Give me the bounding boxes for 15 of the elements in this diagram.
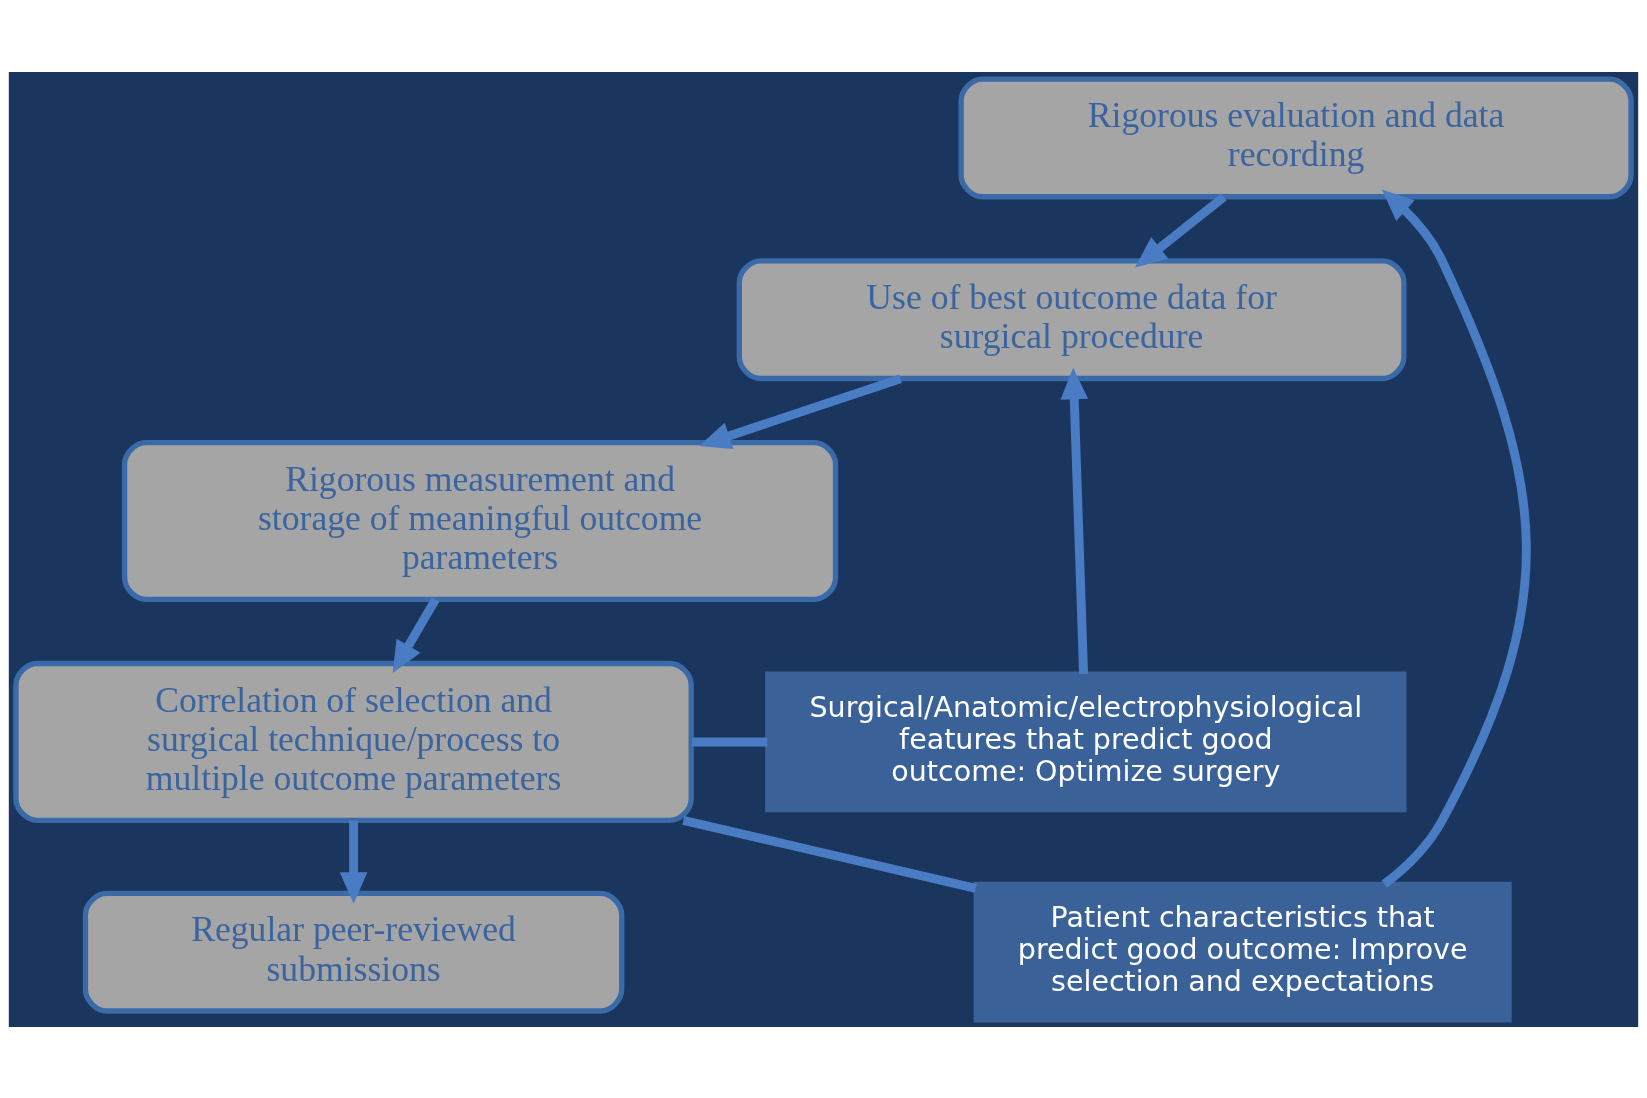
arrow [392, 596, 440, 673]
node-box: Regular peer-reviewed submissions [82, 890, 625, 1014]
arrow [699, 373, 902, 449]
connector [682, 815, 977, 893]
arrow [1135, 193, 1227, 268]
node-box: Correlation of selection and surgical technique/process to multiple outcome parameters [13, 660, 694, 823]
node-box: Patient characteristics that predict good outcome: Improve selection and expectations [973, 881, 1512, 1023]
arrow [339, 820, 368, 904]
node-box: Rigorous measurement and storage of meaningful outcome parameters [121, 439, 839, 602]
connector [691, 736, 768, 746]
node-box: Surgical/Anatomic/electrophysiological features that predict good outcome: Optimize surgery [765, 671, 1407, 812]
arrow [1381, 189, 1531, 888]
node-box: Use of best outcome data for surgical procedure [736, 257, 1407, 381]
node-box: Rigorous evaluation and data recording [958, 75, 1634, 199]
arrow [1060, 367, 1089, 674]
